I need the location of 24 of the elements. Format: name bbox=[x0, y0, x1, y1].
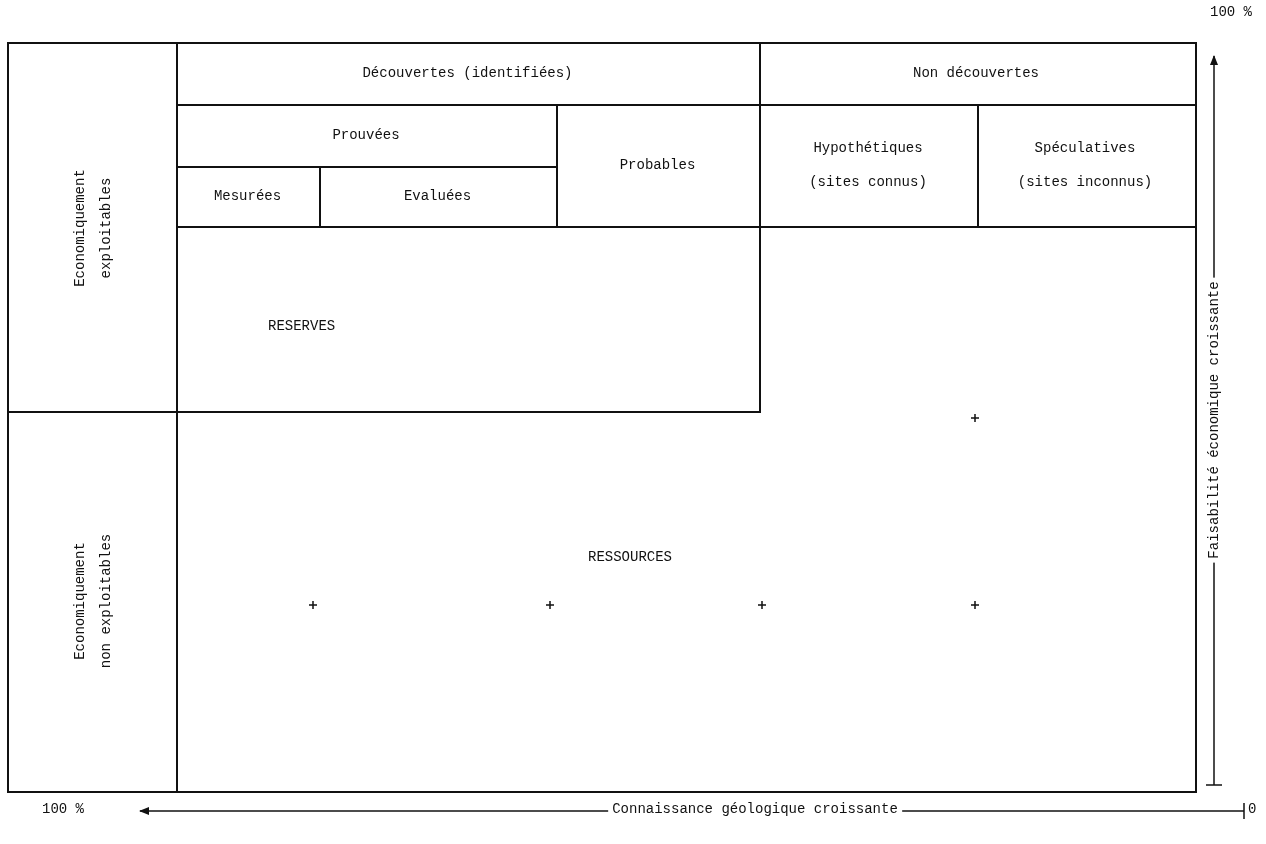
table-cell-box bbox=[321, 168, 558, 228]
table-cell-box bbox=[7, 42, 178, 413]
region-box bbox=[178, 42, 1197, 793]
axis-title: Faisabilité économique croissante bbox=[1206, 277, 1222, 563]
cell-label: Mesurées bbox=[212, 187, 283, 206]
table-cell-box bbox=[178, 168, 321, 228]
cell-label: RESERVES bbox=[268, 318, 336, 334]
table-cell-box bbox=[178, 106, 558, 168]
table-cell-box bbox=[761, 106, 979, 228]
cell-label: Non découvertes bbox=[912, 64, 1040, 83]
cell-label: RESSOURCES bbox=[588, 549, 672, 565]
cell-label: Probables bbox=[618, 156, 697, 175]
cell-label: Découvertes (identifiées) bbox=[361, 64, 574, 83]
table-cell-box bbox=[558, 106, 761, 228]
table-cell-box bbox=[7, 413, 178, 793]
cell-label: Prouvées bbox=[331, 126, 401, 145]
table-cell-box bbox=[178, 44, 761, 106]
table-cell-box bbox=[178, 228, 761, 413]
cell-label: Hypothétiques (sites connus) bbox=[808, 139, 928, 192]
cell-label: Economiquement non exploitables bbox=[70, 532, 115, 671]
cell-label: Evaluées bbox=[402, 187, 473, 206]
cell-label: Spéculatives (sites inconnus) bbox=[1016, 139, 1154, 192]
axis-title: Connaissance géologique croissante bbox=[608, 801, 902, 817]
cell-label: Economiquement exploitables bbox=[70, 167, 115, 289]
